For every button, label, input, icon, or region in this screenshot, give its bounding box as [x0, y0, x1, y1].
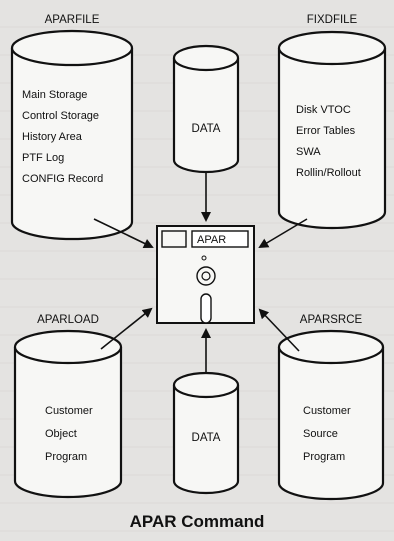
diskette-icon: [156, 225, 255, 324]
aparsrce-item: Customer: [303, 405, 351, 417]
fixdfile-item: Rollin/Rollout: [296, 167, 361, 179]
aparload-cylinder: [13, 329, 123, 499]
arrow-aparfile-to-apar: [93, 218, 154, 249]
arrow-fixdfile-to-apar: [258, 218, 308, 249]
aparfile-item: History Area: [22, 131, 83, 143]
aparload-title: APARLOAD: [37, 314, 99, 326]
diagram-caption: APAR Command: [129, 512, 265, 531]
fixdfile-item: Error Tables: [296, 125, 356, 137]
aparsrce-title: APARSRCE: [300, 314, 363, 326]
aparfile-item: PTF Log: [22, 152, 64, 164]
aparload-item: Object: [45, 428, 77, 440]
data-top-label: DATA: [192, 123, 221, 135]
fixdfile-item: Disk VTOC: [296, 104, 351, 116]
aparfile-cylinder: [10, 29, 134, 241]
aparfile-item: Main Storage: [22, 89, 87, 101]
data-bottom-cylinder: [172, 371, 240, 495]
aparsrce-cylinder: [277, 329, 385, 501]
aparsrce-item: Source: [303, 428, 338, 440]
aparsrce-item: Program: [303, 451, 345, 463]
fixdfile-title: FIXDFILE: [307, 14, 358, 26]
diskette-label: APAR: [197, 234, 226, 246]
fixdfile-item: SWA: [296, 146, 321, 158]
aparfile-title: APARFILE: [45, 14, 100, 26]
arrow-aparsrce-to-apar: [258, 308, 300, 352]
data-bottom-label: DATA: [192, 432, 221, 444]
data-top-cylinder: [172, 44, 240, 174]
aparfile-item: Control Storage: [22, 110, 99, 122]
fixdfile-cylinder: [277, 30, 387, 230]
arrow-aparload-to-apar: [100, 307, 153, 350]
aparfile-item: CONFIG Record: [22, 173, 103, 185]
aparload-item: Program: [45, 451, 87, 463]
aparload-item: Customer: [45, 405, 93, 417]
